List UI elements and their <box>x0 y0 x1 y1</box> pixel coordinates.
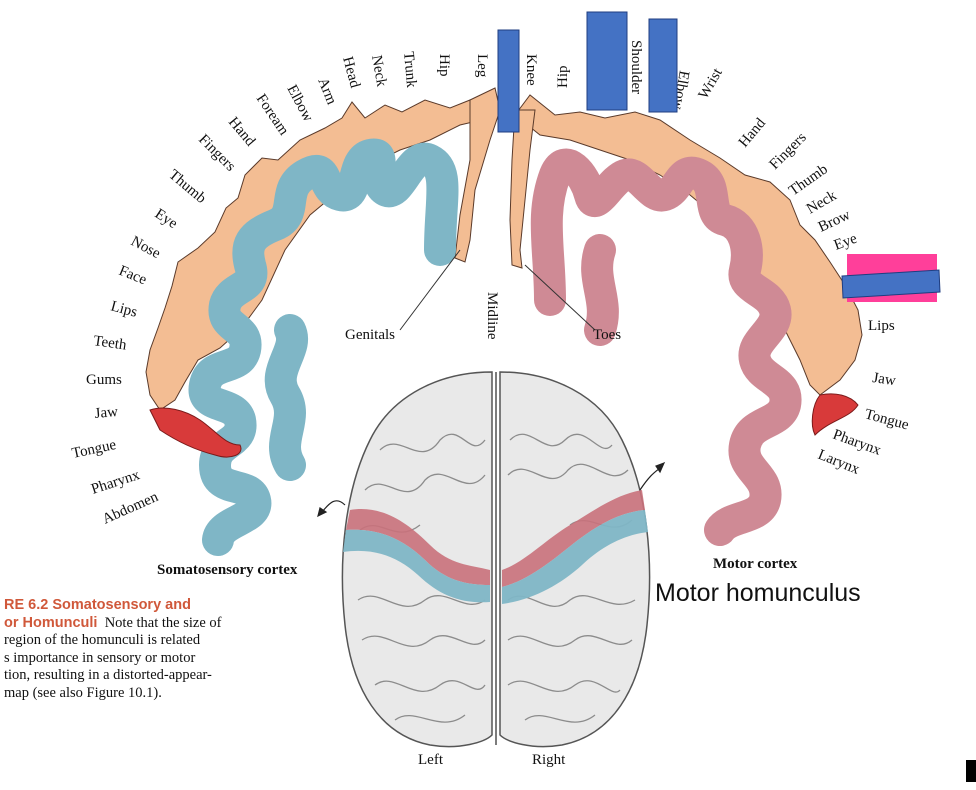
motor-label-hip: Hip <box>555 66 571 89</box>
genitals-label: Genitals <box>345 327 395 343</box>
sens-label-jaw: Jaw <box>94 404 119 422</box>
sens-label-leg: Leg <box>474 54 490 78</box>
motor-label-larynx: Larynx <box>816 447 863 478</box>
sens-label-elbow: Elbow <box>283 82 316 124</box>
motor-label-lips: Lips <box>868 318 895 334</box>
motor-label-eye: Eye <box>832 231 860 254</box>
caption-title-line2: or Homunculi <box>4 614 98 631</box>
midline-label: Midline <box>484 292 500 340</box>
sens-label-thumb: Thumb <box>165 167 208 207</box>
motor-label-fingers: Fingers <box>767 130 810 173</box>
sens-label-neck: Neck <box>368 54 389 88</box>
sens-label-eye: Eye <box>152 206 181 232</box>
toes-label: Toes <box>593 327 621 343</box>
caption-line3: s importance in sensory or motor <box>4 649 196 666</box>
sens-label-face: Face <box>117 263 150 289</box>
motor-cortex-band <box>346 490 645 587</box>
caption-line5: map (see also Figure 10.1). <box>4 684 162 701</box>
motor-cortex-title: Motor cortex <box>713 556 798 572</box>
toes-leader-line <box>524 264 596 331</box>
figure-caption: RE 6.2 Somatosensory and or Homunculi No… <box>4 597 304 702</box>
somatosensory-cortex-band <box>343 510 648 604</box>
sens-label-abdomen: Abdomen <box>100 489 161 528</box>
sens-label-gums: Gums <box>86 372 122 388</box>
somatosensory-homunculus <box>145 87 501 556</box>
redaction-box-hip <box>586 11 628 111</box>
pointer-arrows <box>317 461 666 518</box>
arrow-to-motor <box>639 467 661 491</box>
redaction-box-elbow <box>648 18 678 113</box>
somatosensory-tongue <box>149 407 242 458</box>
redaction-box-leg <box>497 29 520 133</box>
sens-label-trunk: Trunk <box>400 51 419 89</box>
corner-mark <box>966 760 976 782</box>
motor-homunculus-annotation: Motor homunculus <box>655 579 861 607</box>
sens-label-foream: Foream <box>253 91 292 138</box>
sens-label-hand: Hand <box>225 114 258 150</box>
motor-label-tongue: Tongue <box>863 406 911 433</box>
motor-leg <box>509 109 536 269</box>
motor-label-wrist: Wrist <box>696 65 727 102</box>
brain-top-view: Left Right <box>341 371 651 768</box>
motor-body <box>514 94 863 396</box>
motor-homunculus <box>509 94 863 546</box>
sens-label-tongue: Tongue <box>71 437 118 462</box>
sens-label-teeth: Teeth <box>92 333 127 354</box>
motor-label-jaw: Jaw <box>871 370 896 389</box>
motor-tongue <box>811 393 859 436</box>
sens-label-head: Head <box>339 55 363 90</box>
caption-line2: region of the homunculi is related <box>4 632 201 648</box>
arrow-to-somatosensory <box>321 500 346 513</box>
redaction-bar-face-blue <box>841 269 941 299</box>
motor-cortex-strip <box>530 148 802 546</box>
sens-label-nose: Nose <box>128 233 163 262</box>
sens-label-fingers: Fingers <box>195 132 238 175</box>
redaction-overlays <box>497 11 941 302</box>
genitals-leader-line <box>399 249 461 331</box>
motor-label-hand: Hand <box>736 115 769 151</box>
caption-title-line1: RE 6.2 Somatosensory and <box>4 597 191 613</box>
sens-label-pharynx: Pharynx <box>89 467 142 498</box>
somatosensory-cortex-title: Somatosensory cortex <box>157 562 298 578</box>
sens-label-lips: Lips <box>109 298 139 320</box>
sens-label-hip: Hip <box>436 54 452 77</box>
motor-label-shoulder: Shoulder <box>628 40 644 94</box>
caption-line1-rest: Note that the size of <box>104 614 222 631</box>
brain-right-label: Right <box>532 752 566 768</box>
caption-line4: tion, resulting in a distorted-appear- <box>4 667 212 683</box>
brain-left-label: Left <box>418 752 444 768</box>
motor-label-knee: Knee <box>523 54 539 86</box>
sens-label-arm: Arm <box>314 76 339 108</box>
